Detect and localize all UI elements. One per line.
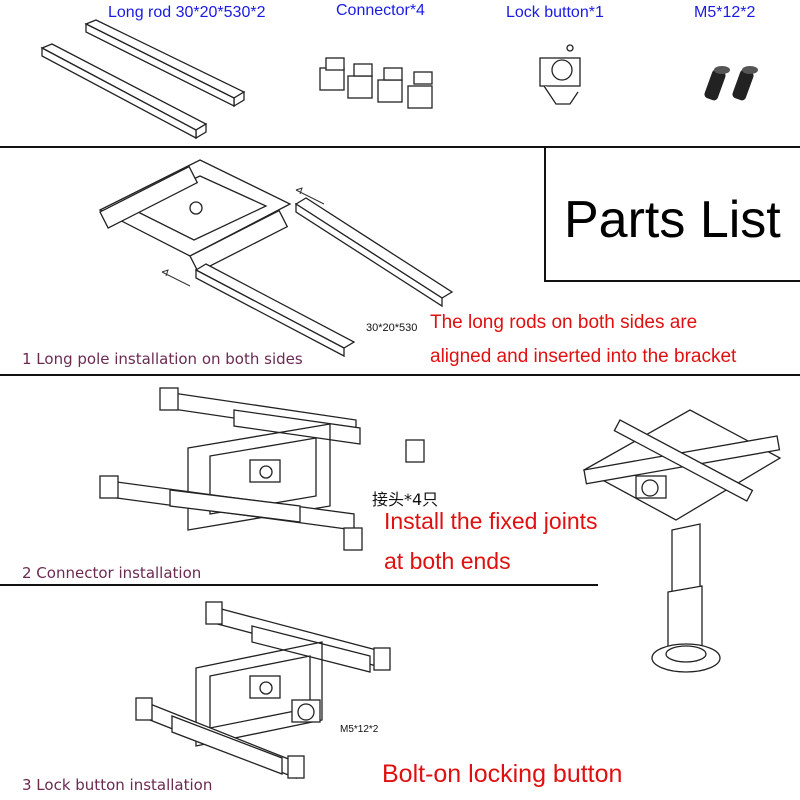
lock-button-illustration [539,44,581,105]
step2-note-line2: at both ends [384,548,511,574]
step2-note-line1: Install the fixed joints [384,508,598,534]
step3-label: 3 Lock button installation [22,776,213,794]
step2-chinese-note: 接头*4只 [372,490,439,509]
page-title: Parts List [564,191,781,249]
title-box: Parts List [544,146,800,282]
step1-illustration [98,159,454,358]
step3-screw-label: M5*12*2 [340,724,379,735]
connectors-illustration [319,57,433,109]
divider-2 [0,374,800,376]
long-rods-illustration [40,19,246,140]
connector-label: Connector*4 [336,2,425,19]
step2-label: 2 Connector installation [22,564,202,582]
step1-note-line2: aligned and inserted into the bracket [430,346,737,367]
divider-1 [0,146,800,148]
step1-label: 1 Long pole installation on both sides [22,350,303,368]
step3-note: Bolt-on locking button [382,760,623,788]
step1-note-line1: The long rods on both sides are [430,312,698,333]
rod-dimension: 30*20*530 [366,322,418,334]
screws-illustration [704,66,758,101]
lock-button-label: Lock button*1 [506,4,604,21]
screw-label: M5*12*2 [694,4,756,21]
long-rod-label: Long rod 30*20*530*2 [108,4,266,21]
step2-illustration [99,387,425,551]
divider-3 [0,584,598,586]
